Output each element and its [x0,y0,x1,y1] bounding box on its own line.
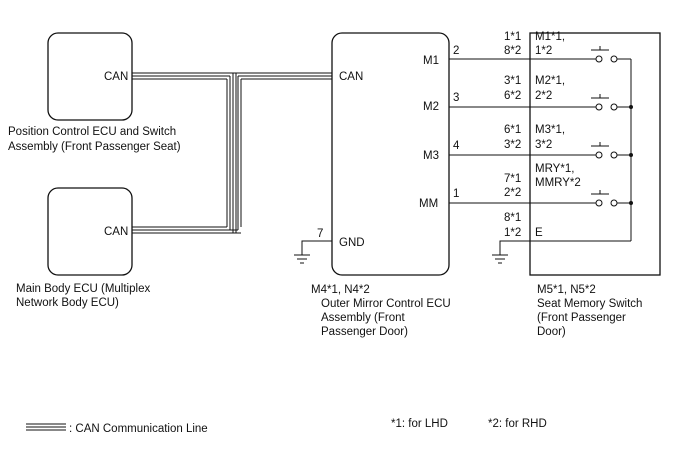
switch-name-line2: (Front Passenger [537,312,626,324]
mirror-name-line2: Assembly (Front [321,312,406,324]
term1-lhd: M1*1, [535,31,565,43]
seat-memory-switch-box [529,32,661,276]
wire1-num-rhd: 8*2 [504,45,521,57]
term4-lhd: MRY*1, [535,163,574,175]
main-ecu-name-line2: Network Body ECU) [16,297,119,309]
wire1-num-lhd: 1*1 [504,31,521,43]
term2-rhd: 2*2 [535,90,552,102]
legend-rhd: *2: for RHD [488,418,547,430]
mirror-ecu-can-label: CAN [339,71,363,83]
mirror-pin-m2-label: M2 [423,101,439,113]
mirror-pin-m3-num: 4 [453,140,460,152]
wire3-num-lhd: 6*1 [504,124,521,136]
term2-lhd: M2*1, [535,75,565,87]
wire2-num-lhd: 3*1 [504,75,521,87]
mirror-pin-m1-num: 2 [453,45,459,57]
mirror-pin-m2-num: 3 [453,92,459,104]
mirror-ground-symbol [294,240,332,264]
signal-wires [449,58,631,264]
mirror-pin-mm-label: MM [419,198,438,210]
mirror-name-line1: Outer Mirror Control ECU [321,298,451,310]
term4-rhd: MMRY*2 [535,177,581,189]
main-ecu-name-line1: Main Body ECU (Multiplex [16,283,150,295]
wire4-num-rhd: 2*2 [504,187,521,199]
switch-connector-label: M5*1, N5*2 [537,284,596,296]
mirror-pin-m3-label: M3 [423,150,439,162]
main-body-ecu-box [47,187,133,276]
outer-mirror-ecu-box [331,32,450,276]
legend-can-text: : CAN Communication Line [69,423,208,435]
switch-name-line3: Door) [537,326,566,338]
e-num-lhd: 8*1 [504,212,521,224]
seat-switch-contacts [591,46,633,241]
mirror-connector-label: M4*1, N4*2 [311,284,370,296]
mirror-gnd-num: 7 [317,228,323,240]
term1-rhd: 1*2 [535,45,552,57]
term-e: E [535,227,543,239]
main-ecu-can-label: CAN [104,226,128,238]
position-ecu-name-line1: Position Control ECU and Switch [8,126,176,138]
e-num-rhd: 1*2 [504,227,521,239]
legend-can-symbol [26,423,66,431]
switch-name-line1: Seat Memory Switch [537,298,642,310]
wire3-num-rhd: 3*2 [504,139,521,151]
position-ecu-name-line2: Assembly (Front Passenger Seat) [8,141,181,153]
term3-rhd: 3*2 [535,139,552,151]
position-ecu-can-label: CAN [104,71,128,83]
wire4-num-lhd: 7*1 [504,173,521,185]
can-bus-lines [132,72,332,234]
mirror-name-line3: Passenger Door) [321,326,408,338]
mirror-pin-m1-label: M1 [423,55,439,67]
wire2-num-rhd: 6*2 [504,90,521,102]
mirror-gnd-label: GND [339,237,365,249]
legend-lhd: *1: for LHD [391,418,448,430]
mirror-pin-mm-num: 1 [453,188,459,200]
term3-lhd: M3*1, [535,124,565,136]
